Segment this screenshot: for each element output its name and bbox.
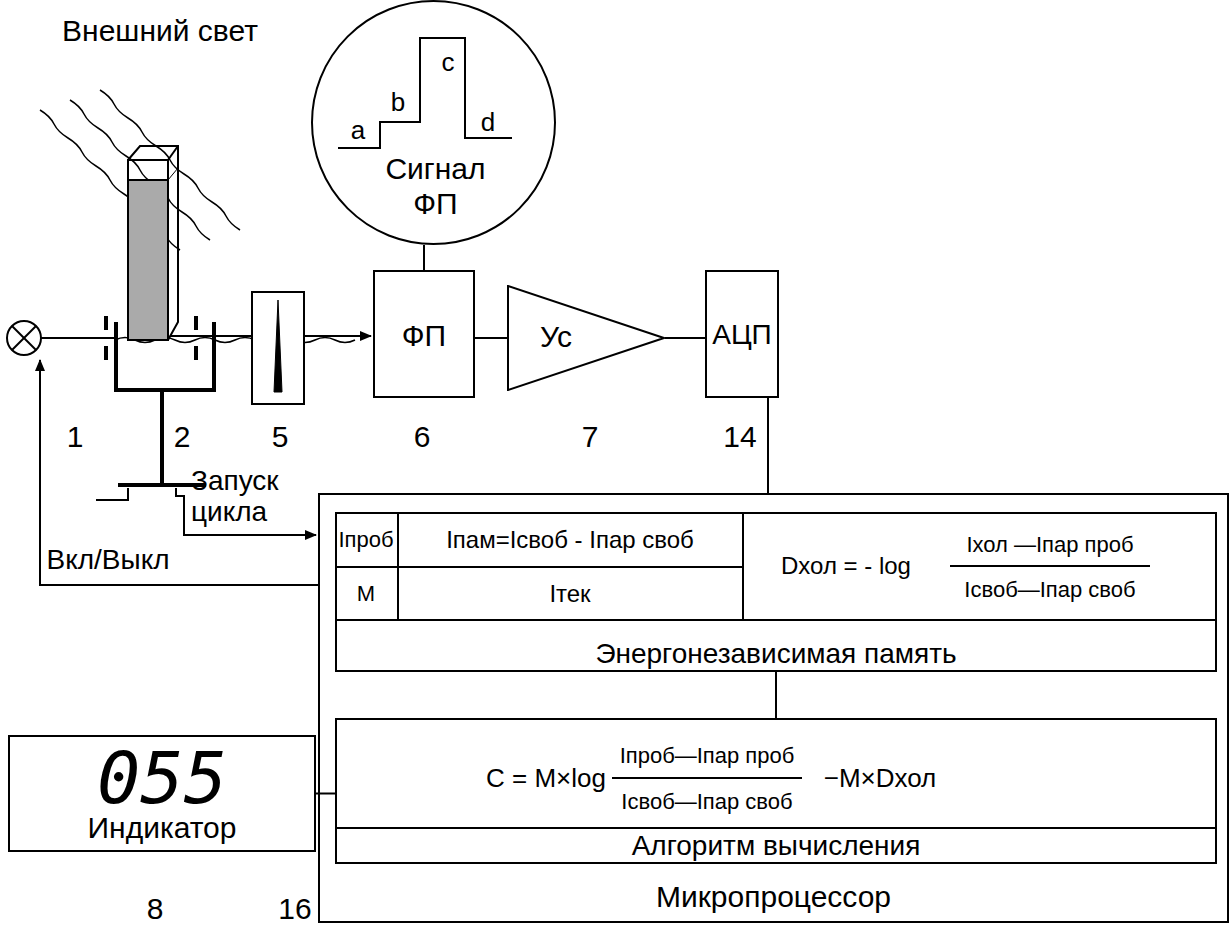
signal-wire [423,245,425,270]
node-text: Микропроцессор [320,880,1227,915]
callout-number: 2 [174,420,191,453]
label-text: Iсвоб—Iпар своб [964,578,1135,602]
signal-phase: d [481,108,495,137]
node-label: Энергонезависимая память [595,638,956,669]
callout-number: 5 [272,420,289,453]
callout-number: 1 [67,420,84,453]
cuvette-holder [106,316,214,485]
block-box: АЦП [705,270,779,398]
label-text: Вкл/Выкл [46,545,169,576]
label-text: Iтек [549,581,590,607]
triangle-outline [508,286,664,390]
cuvette [128,146,178,340]
label-text: Запуск цикла [191,466,301,528]
callout-number: 6 [414,420,431,453]
label-text: M [357,582,375,606]
block-box: 055Индикатор [8,735,316,852]
display-digits: 055 [97,736,227,820]
signal-phase: c [442,48,455,77]
label-text: −M×Dхол [824,764,937,793]
block-box: Микропроцессор Энергонезависимая памятьАл… [318,493,1229,923]
node-label: Индикатор [88,811,237,844]
node-label: Сигнал ФП [385,152,485,220]
signal-phase: b [391,88,405,117]
node-text: Сигнал ФП [366,152,506,221]
label-text: Iпам=Iсвоб - Iпар своб [446,527,694,553]
callout-number: 14 [723,420,756,453]
node-label: Ус [540,320,572,353]
label-text: Iпроб—Iпар проб [620,744,795,768]
table-grid [335,512,1215,828]
node-text: Алгоритм вычисления [337,830,1215,862]
signal-circle: Сигнал ФП [311,0,556,245]
callout-number: 16 [278,892,311,925]
label-text: Iсвоб—Iпар своб [621,790,792,814]
waveform [338,38,512,148]
callout-number: 7 [582,420,599,453]
label-text: Iпроб [338,528,393,552]
lamp-symbol [7,321,41,355]
label-text: Iхол —Iпар проб [966,533,1133,557]
signal-wire [475,337,507,339]
light-beam [304,335,371,337]
node-label: Микропроцессор [656,880,891,913]
label-text: Внешний свет [62,14,258,47]
node-text: Энергонезависимая память [337,638,1215,670]
label-text: Dхол = - log [781,553,911,579]
triangle-outline [507,285,665,391]
node-text: Ус [477,320,635,355]
callout-number: 8 [147,892,164,925]
amplifier-triangle: Ус [507,285,665,391]
signal-wire [775,672,777,718]
node-label: Алгоритм вычисления [632,830,921,861]
signal-phase: a [351,116,365,145]
node-text: 055 [10,737,314,820]
node-label: АЦП [712,319,772,350]
signal-wire [767,398,769,493]
label-text: C = M×log [486,764,606,793]
block-box: ФП [373,270,475,398]
signal-wire [665,337,705,339]
light-beam [41,337,115,339]
node-label: ФП [402,319,446,352]
node-text: Индикатор [10,811,314,846]
node-text: АЦП [707,319,777,351]
node-text: ФП [375,319,473,354]
filter-box [252,292,304,404]
